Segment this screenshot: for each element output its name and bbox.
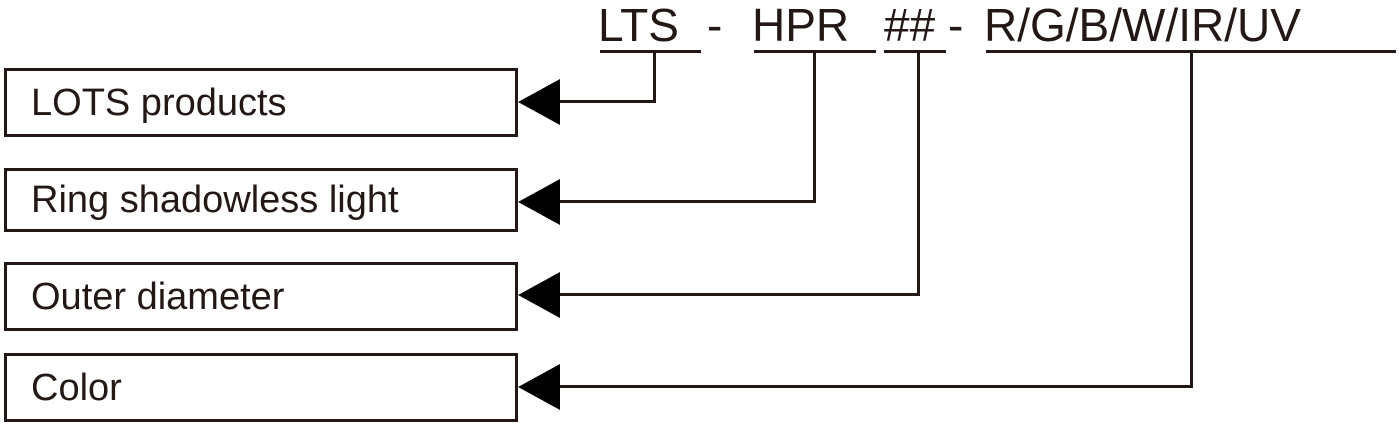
label-text-outer-diameter: Outer diameter — [31, 275, 285, 318]
leader-vertical-lts — [653, 52, 656, 103]
code-segment-hpr: HPR — [752, 0, 850, 51]
leader-vertical-color — [1190, 52, 1193, 385]
underline-lts — [600, 50, 701, 53]
label-box-ring-shadowless-light: Ring shadowless light — [4, 168, 518, 232]
underline-diameter — [884, 50, 946, 53]
leader-vertical-diameter — [917, 52, 920, 296]
code-separator-dash-2: - — [948, 0, 964, 51]
product-code-line: LTS - HPR ## - R/G/B/W/IR/UV — [0, 0, 1399, 60]
code-segment-diameter: ## — [884, 0, 936, 51]
label-box-color: Color — [4, 353, 518, 422]
label-text-lots-products: LOTS products — [31, 81, 287, 124]
label-text-color: Color — [31, 366, 122, 409]
leader-horizontal-color — [560, 385, 1193, 388]
leader-horizontal-lts — [560, 100, 656, 103]
arrowhead-hpr — [518, 179, 560, 225]
code-segment-color: R/G/B/W/IR/UV — [984, 0, 1301, 51]
underline-color — [986, 50, 1396, 53]
arrowhead-diameter — [518, 272, 560, 318]
arrowhead-lts — [518, 79, 560, 125]
leader-horizontal-diameter — [560, 293, 920, 296]
leader-vertical-hpr — [813, 52, 816, 203]
code-separator-dash-1: - — [707, 0, 723, 51]
label-box-lots-products: LOTS products — [4, 68, 518, 137]
code-segment-lts: LTS — [598, 0, 679, 51]
underline-hpr — [754, 50, 876, 53]
label-box-outer-diameter: Outer diameter — [4, 262, 518, 331]
arrowhead-color — [518, 364, 560, 410]
label-text-ring-shadowless-light: Ring shadowless light — [31, 179, 399, 221]
leader-horizontal-hpr — [560, 200, 816, 203]
